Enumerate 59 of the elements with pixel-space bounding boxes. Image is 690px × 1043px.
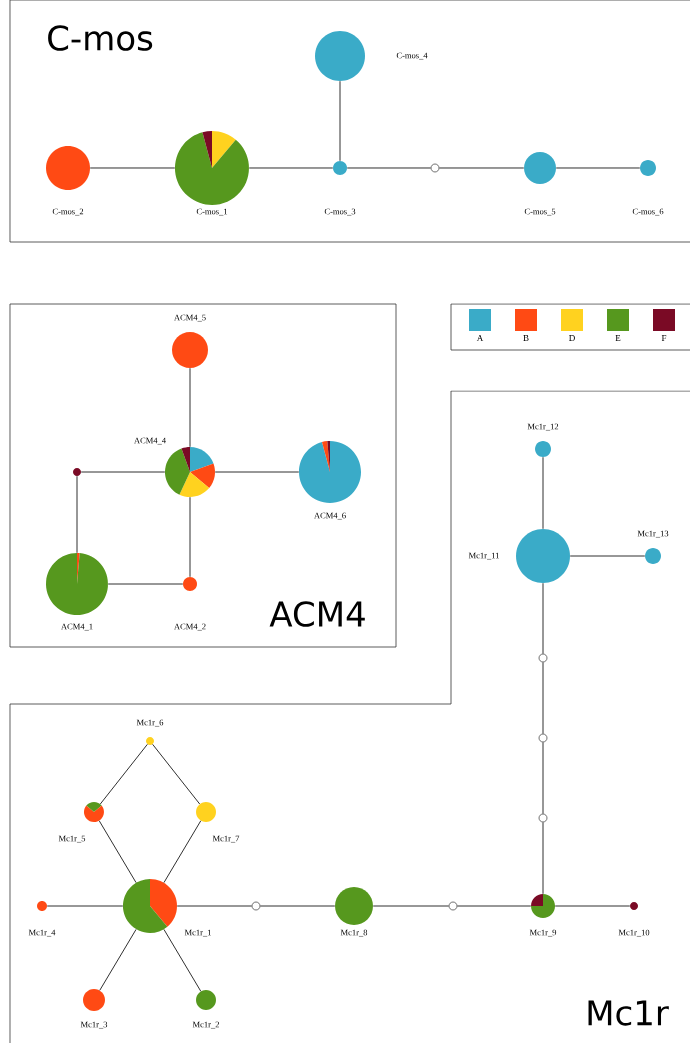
network-line xyxy=(542,582,544,655)
haplotype-label: Mc1r_9 xyxy=(529,929,557,937)
haplotype-label: Mc1r_11 xyxy=(468,552,499,560)
network-line xyxy=(107,583,184,585)
network-line xyxy=(189,496,191,578)
network-line xyxy=(99,928,137,991)
legend-label: A xyxy=(476,335,484,341)
network-line xyxy=(438,167,525,169)
network-line xyxy=(346,167,432,169)
network-line xyxy=(176,905,253,907)
haplotype-label: Mc1r_13 xyxy=(637,530,669,538)
haplotype-label: Mc1r_3 xyxy=(80,1021,108,1029)
network-line xyxy=(76,475,78,554)
legend-label: F xyxy=(661,335,667,341)
network-line xyxy=(339,80,341,162)
network-line xyxy=(456,905,532,907)
haplotype-label: C-mos_4 xyxy=(396,52,428,60)
haplotype-label: Mc1r_7 xyxy=(212,835,240,843)
haplotype-label: ACM4_5 xyxy=(174,314,206,322)
network-line xyxy=(259,905,336,907)
network-line xyxy=(542,456,544,530)
network-line xyxy=(372,905,450,907)
haplotype-label: C-mos_5 xyxy=(524,208,556,216)
haplotype-label: C-mos_2 xyxy=(52,208,84,216)
network-line xyxy=(98,820,137,884)
network-line xyxy=(542,821,544,895)
haplotype-label: Mc1r_5 xyxy=(58,835,86,843)
haplotype-label: Mc1r_2 xyxy=(192,1021,219,1029)
network-line xyxy=(554,905,631,907)
network-line xyxy=(248,167,334,169)
network-line xyxy=(555,167,641,169)
legend-label: B xyxy=(523,335,529,341)
network-line xyxy=(542,741,544,815)
haplotype-label: Mc1r_4 xyxy=(28,929,56,937)
haplotype-label: Mc1r_12 xyxy=(527,423,559,431)
haplotype-label: Mc1r_1 xyxy=(184,929,211,937)
network-line xyxy=(89,167,176,169)
haplotype-label: ACM4_2 xyxy=(174,623,206,631)
haplotype-label: ACM4_1 xyxy=(61,623,93,631)
network-line xyxy=(163,820,202,884)
network-line xyxy=(80,471,166,473)
haplotype-label: Mc1r_8 xyxy=(340,929,368,937)
legend-label: E xyxy=(615,335,621,341)
haplotype-label: C-mos_3 xyxy=(324,208,356,216)
network-line xyxy=(152,743,201,805)
haplotype-label: C-mos_1 xyxy=(196,208,228,216)
network-line xyxy=(214,471,300,473)
haplotype-label: ACM4_6 xyxy=(314,512,346,520)
haplotype-label: ACM4_4 xyxy=(134,437,166,445)
network-line xyxy=(189,367,191,448)
network-line xyxy=(46,905,124,907)
haplotype-label: Mc1r_6 xyxy=(136,719,164,727)
haplotype-label: C-mos_6 xyxy=(632,208,664,216)
network-line xyxy=(569,555,646,557)
network-line xyxy=(163,928,202,992)
network-line xyxy=(99,743,148,805)
haplotype-label: Mc1r_10 xyxy=(618,929,650,937)
network-line xyxy=(542,661,544,735)
legend-label: D xyxy=(569,335,575,341)
